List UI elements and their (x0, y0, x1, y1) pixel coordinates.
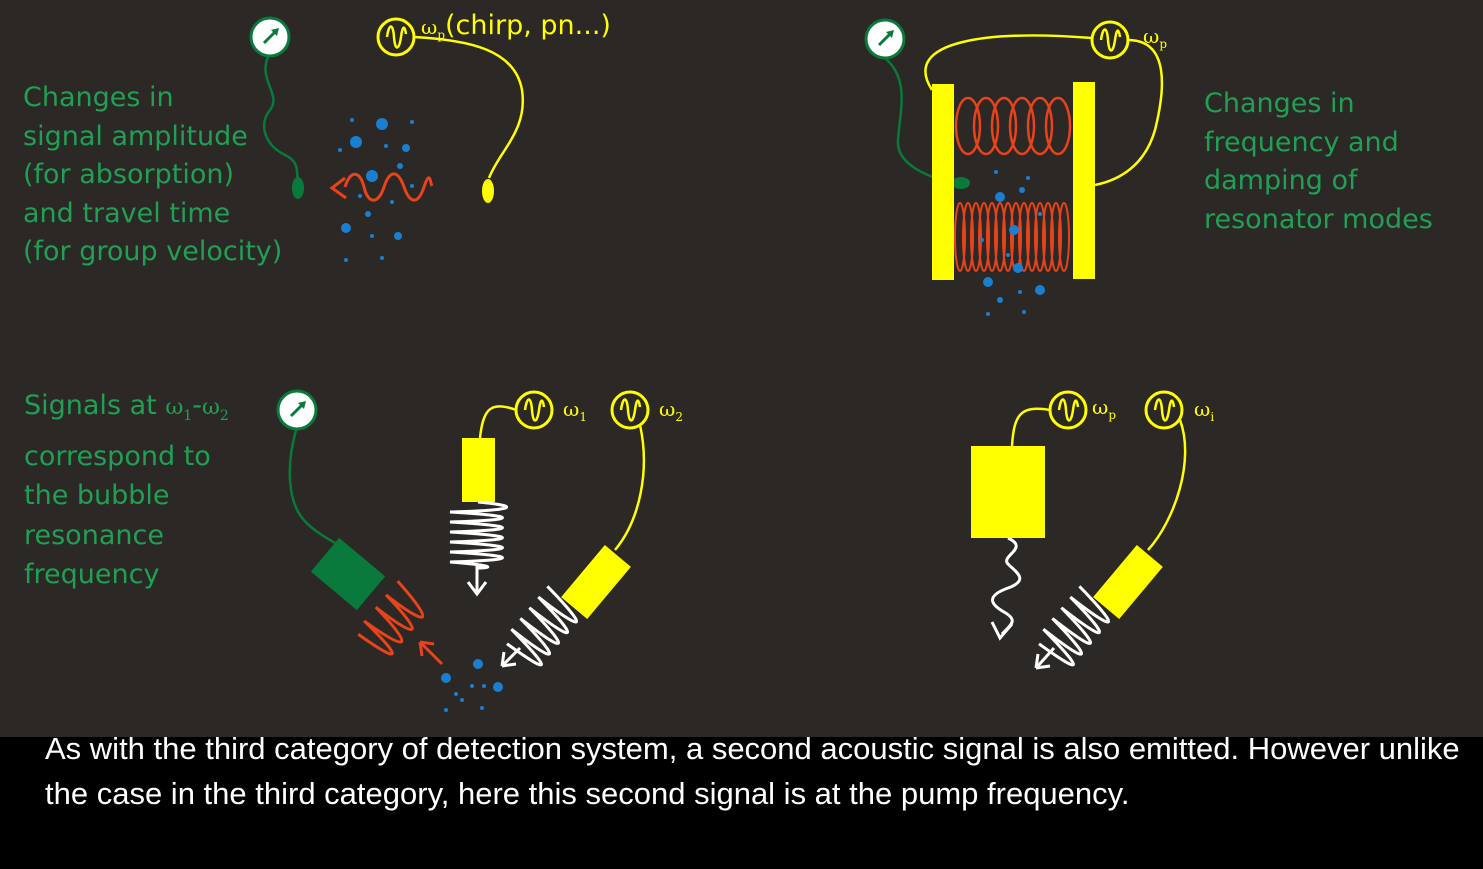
caption: As with the third category of detection … (45, 731, 1460, 811)
projector-transducer (462, 438, 495, 502)
sound-wave (506, 585, 578, 667)
panel-bottom-right (971, 390, 1187, 670)
sine-source-icon (610, 390, 650, 430)
source-label: ωp (1143, 24, 1167, 51)
source-wire (1010, 407, 1051, 447)
sine-source-icon (514, 390, 554, 430)
projector-transducer (1093, 545, 1163, 619)
bubble-cloud (441, 659, 503, 712)
sound-wave (990, 536, 1022, 641)
resonator-coil (954, 96, 1072, 156)
receiver-wire (884, 57, 953, 184)
wave-arrow (1034, 646, 1056, 670)
source-label: ω1 (563, 397, 587, 424)
resonator-plate-left (932, 84, 954, 280)
sound-wave (1038, 585, 1110, 667)
receiver-transducer (310, 537, 386, 611)
source-wire (924, 34, 1093, 91)
source-label: ωp (1092, 395, 1116, 422)
pump-transducer (971, 446, 1045, 538)
receiver-wire (262, 56, 300, 181)
receiver-hydrophone (292, 177, 304, 199)
source-wire (478, 405, 517, 439)
wave-arrowhead (329, 176, 347, 200)
sound-wave (343, 172, 434, 202)
sine-source-icon (376, 17, 416, 57)
source-wire (1147, 419, 1187, 551)
panel-bottom-left (276, 389, 650, 712)
projector-transducer (561, 545, 631, 619)
wave-arrow (418, 640, 444, 666)
sound-wave (357, 580, 425, 656)
sine-source-icon (1090, 20, 1130, 60)
source-label: ωp(chirp, pn...) (421, 10, 611, 42)
source-label: ω2 (659, 397, 683, 424)
resonator-coil (954, 202, 1070, 272)
sine-source-icon (1144, 390, 1184, 430)
wave-arrow (500, 646, 522, 668)
panel-top-left (249, 16, 525, 262)
meter-icon (249, 16, 291, 58)
source-wire (614, 424, 646, 551)
bubble-cloud (338, 118, 414, 262)
receiver-hydrophone (952, 177, 970, 189)
sine-source-icon (1048, 390, 1088, 430)
meter-icon (276, 389, 318, 431)
receiver-wire (288, 429, 345, 550)
panel-top-right (864, 18, 1164, 316)
meter-icon (864, 18, 906, 60)
diagram-canvas (249, 16, 1187, 712)
resonator-plate-right (1073, 82, 1095, 279)
diagram-panel (0, 0, 1483, 737)
sound-wave (449, 500, 509, 597)
source-wire (1094, 38, 1164, 187)
bubble-cloud (980, 170, 1045, 316)
source-label: ωi (1194, 397, 1215, 424)
source-wire (413, 35, 525, 179)
source-projector (482, 179, 494, 203)
